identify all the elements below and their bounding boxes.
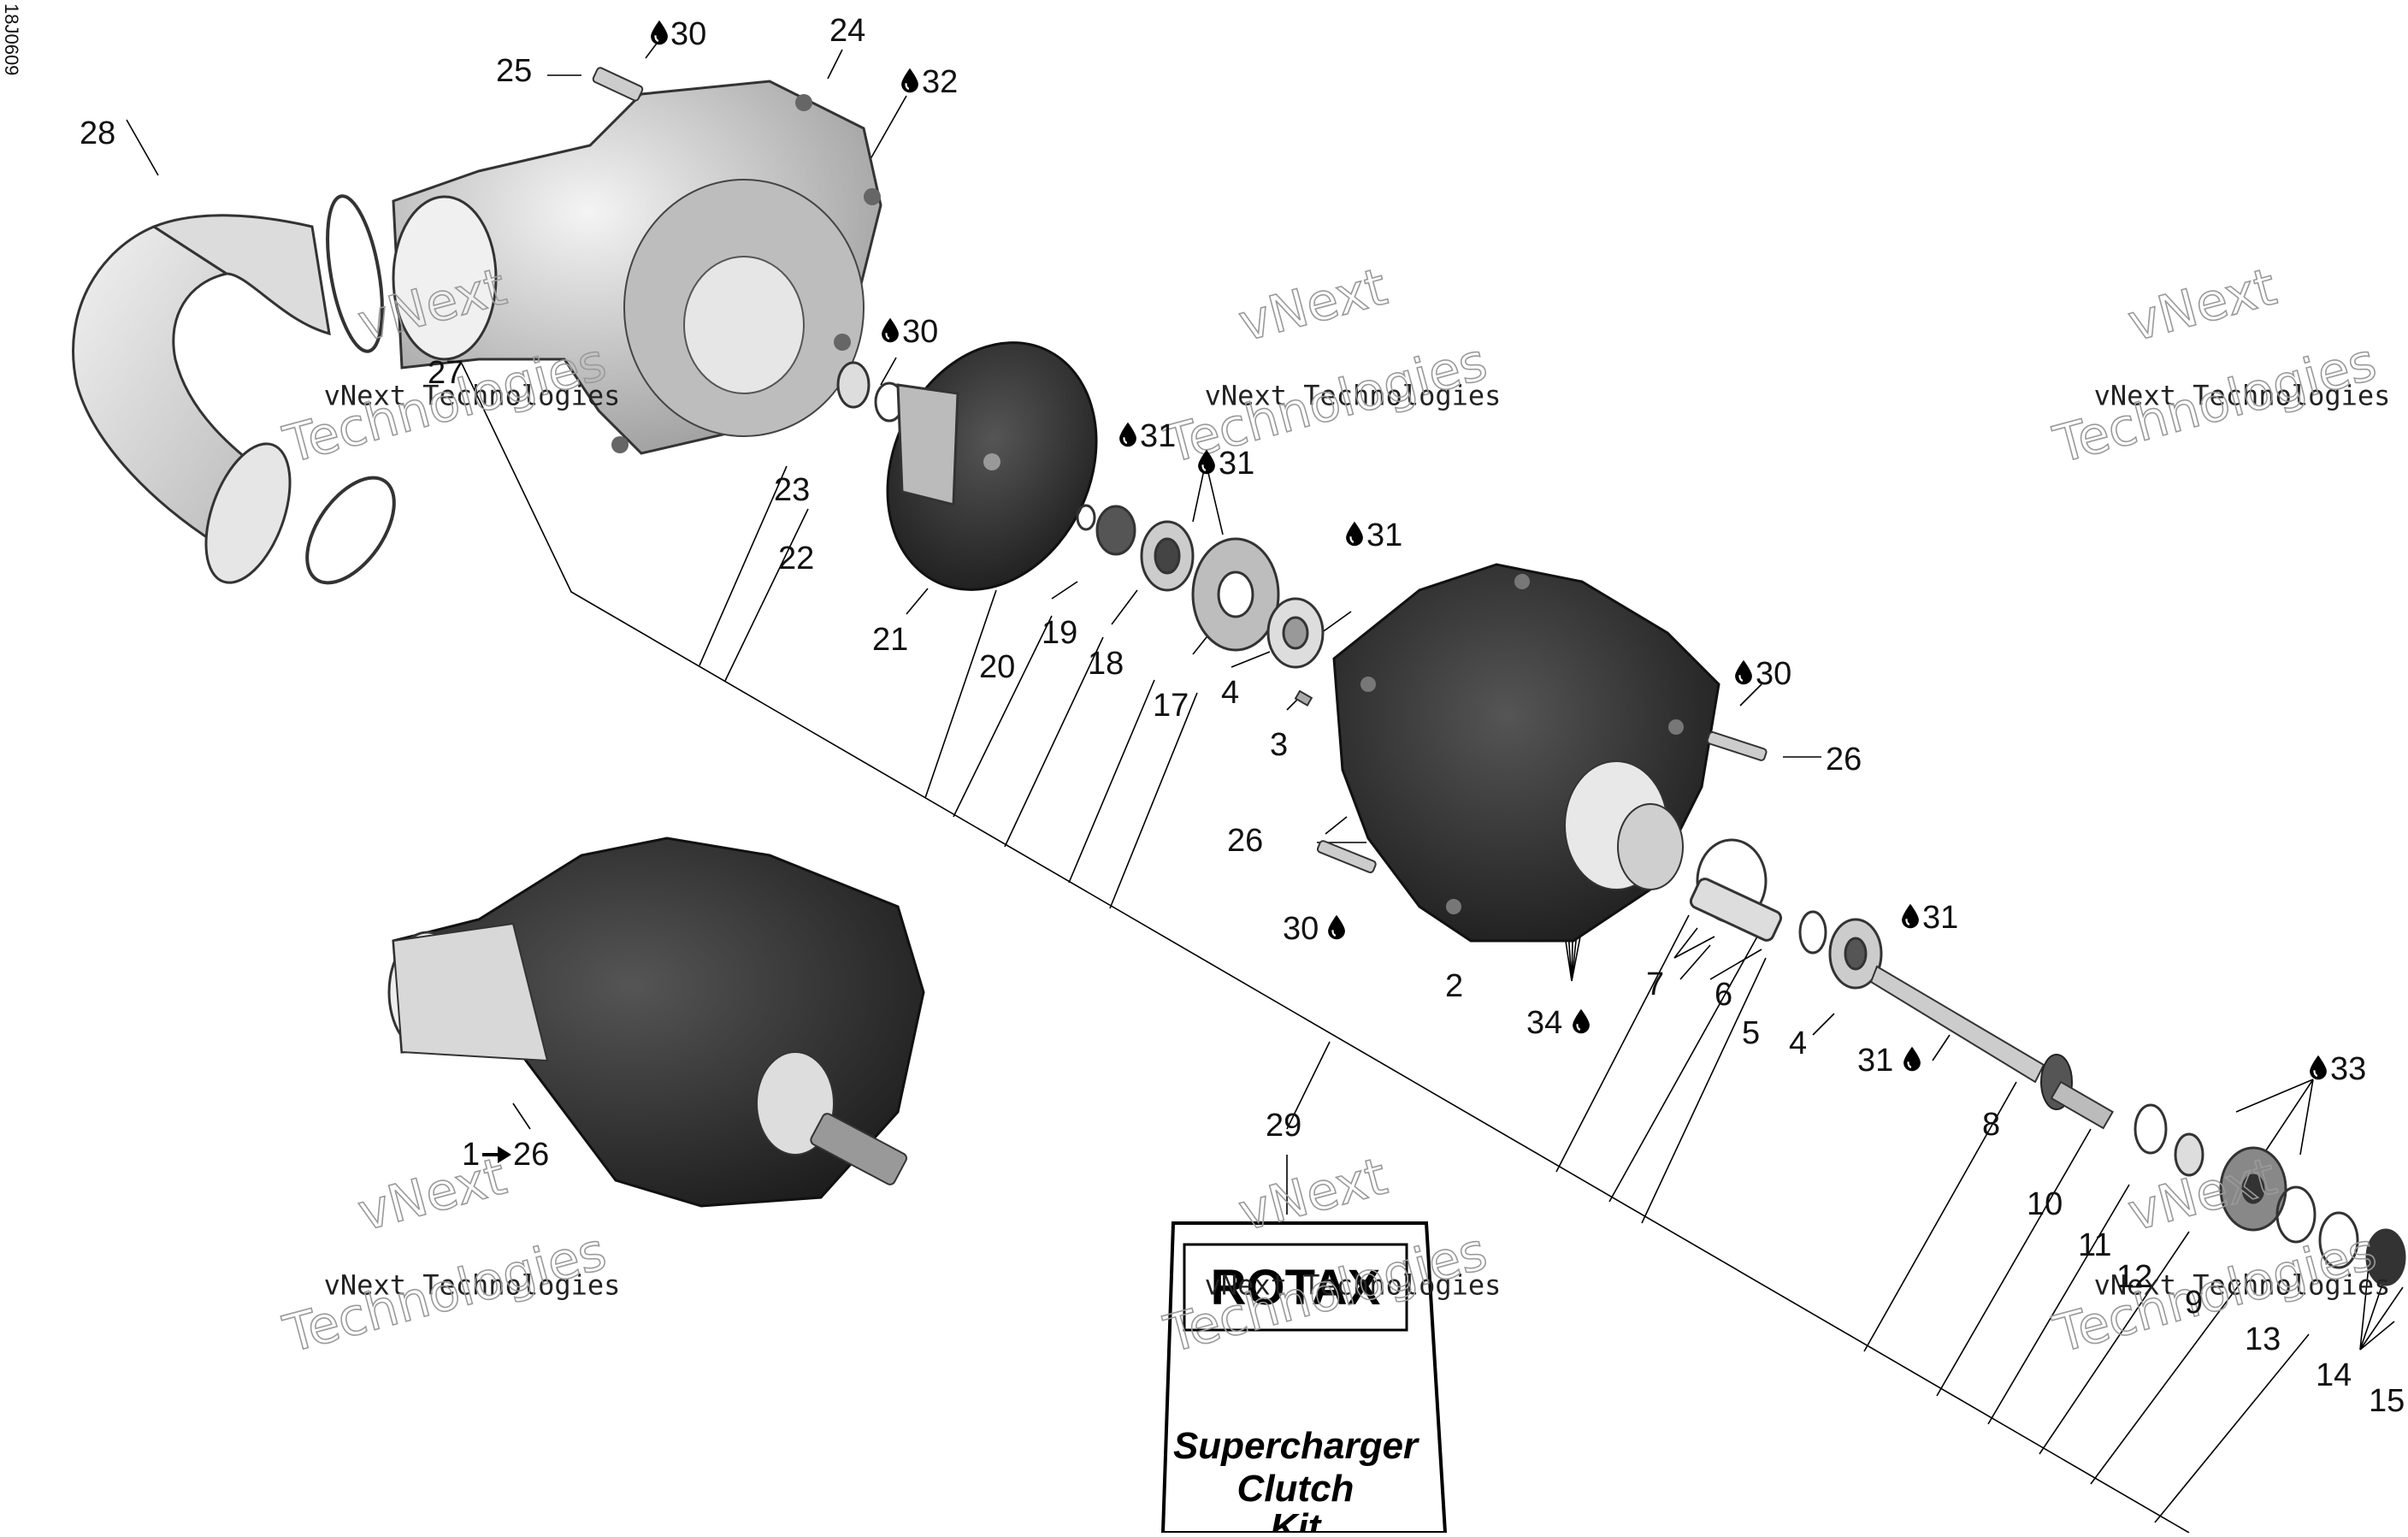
callout-27: 27 [428, 355, 463, 391]
svg-text:vNext: vNext [352, 1146, 512, 1243]
lubricant-drop-icon [1734, 659, 1753, 686]
svg-text:vNext Technologies: vNext Technologies [1205, 1269, 1502, 1302]
callout-7: 7 [1646, 967, 1664, 1002]
callout-17: 17 [1153, 688, 1189, 724]
callout-11: 11 [2078, 1227, 2111, 1263]
callout-1: 1 [462, 1137, 480, 1173]
callout-6: 6 [1715, 977, 1732, 1013]
svg-text:vNext Technologies: vNext Technologies [324, 380, 621, 412]
svg-text:vNext: vNext [2122, 257, 2282, 353]
arrow-right-icon [482, 1146, 511, 1163]
callout-26a: 26 [1826, 742, 1862, 777]
part-2-main-housing [1332, 563, 1720, 943]
part-1-assembly [387, 836, 925, 1208]
callout-18: 18 [1088, 646, 1124, 682]
kit-brand: ROTAX [1211, 1260, 1381, 1315]
watermarks: vNext vNext Technologies Technologies vN… [277, 257, 2391, 1366]
callout-28: 28 [80, 115, 115, 151]
callout-29: 29 [1266, 1108, 1301, 1144]
callout-15: 15 [2369, 1383, 2405, 1419]
lubricant-drop-icon [1327, 913, 1346, 941]
callout-32: 32 [922, 64, 958, 100]
part-8-shaft [1869, 965, 2114, 1130]
callout-33: 33 [2330, 1051, 2366, 1087]
part-21-impeller [886, 341, 1098, 591]
part-22-23-rings [836, 361, 905, 423]
callout-24: 24 [829, 13, 865, 49]
lubricant-drop-icon [1345, 520, 1364, 547]
part-stack-17-20 [1076, 504, 1325, 669]
callout-8: 8 [1982, 1107, 2000, 1143]
svg-text:vNext Technologies: vNext Technologies [2094, 1269, 2391, 1302]
svg-text:vNext Technologies: vNext Technologies [1205, 380, 1502, 412]
callout-31c: 31 [1366, 517, 1402, 553]
callout-3: 3 [1270, 727, 1288, 763]
kit-title-line1: Supercharger [1173, 1425, 1420, 1467]
part-27-clamps [305, 194, 396, 585]
callout-31d: 31 [1922, 900, 1958, 936]
callout-13: 13 [2245, 1321, 2281, 1357]
svg-text:vNext: vNext [1233, 257, 1393, 353]
lubricant-drop-icon [1118, 421, 1137, 448]
lubricant-drop-icon [881, 316, 900, 344]
callout-30b: 30 [902, 314, 938, 350]
lubricant-drop-icon [1572, 1008, 1591, 1035]
callout-31a: 31 [1140, 418, 1176, 454]
lubricant-drop-icon [900, 67, 919, 94]
callout-30a: 30 [670, 16, 706, 52]
callout-4b: 4 [1789, 1026, 1807, 1061]
callout-1-to-26: 26 [513, 1137, 549, 1173]
callout-21: 21 [872, 622, 908, 658]
callout-5: 5 [1742, 1015, 1760, 1051]
kit-title-line3: Kit [1271, 1506, 1323, 1533]
callout-20: 20 [979, 649, 1015, 685]
callout-2: 2 [1445, 968, 1463, 1004]
lubricant-drop-icon [650, 19, 669, 46]
callout-34: 34 [1526, 1005, 1562, 1041]
watermark: vNext vNext Technologies Technologies [277, 1146, 621, 1366]
part-26-screws [1316, 731, 1768, 873]
watermark: vNext vNext Technologies Technologies [2047, 257, 2391, 476]
callout-31e: 31 [1857, 1043, 1893, 1079]
drawing-code: 18J0609 [1, 3, 22, 75]
svg-text:vNext Technologies: vNext Technologies [324, 1269, 621, 1302]
callout-4a: 4 [1221, 675, 1239, 711]
callout-labels: 28 25 24 27 23 22 21 20 19 18 17 4 3 26 … [80, 13, 2405, 1419]
callout-14: 14 [2316, 1357, 2352, 1393]
lubricant-drop-icon [2309, 1054, 2328, 1081]
callout-26b: 26 [1227, 823, 1263, 859]
callout-22: 22 [778, 541, 814, 576]
part-29-kit-box: ROTAX Supercharger Clutch Kit [1160, 1221, 1448, 1537]
part-10-14-clutch [2134, 1103, 2406, 1286]
callout-30c: 30 [1756, 656, 1791, 692]
callout-19: 19 [1042, 615, 1077, 651]
watermark: vNext vNext Technologies Technologies [1158, 257, 1502, 476]
part-24-housing-cover [392, 80, 882, 455]
callout-9: 9 [2185, 1285, 2203, 1321]
part-3-key [1294, 689, 1313, 707]
lubricant-drop-icon [1901, 902, 1920, 930]
svg-text:vNext Technologies: vNext Technologies [2094, 380, 2391, 412]
callout-31b: 31 [1219, 446, 1254, 482]
kit-title-line2: Clutch [1237, 1468, 1354, 1510]
lubricant-drop-icon [1903, 1045, 1921, 1073]
part-25-screw [592, 67, 644, 102]
callout-30d: 30 [1283, 911, 1319, 947]
callout-10: 10 [2027, 1186, 2063, 1222]
callout-23: 23 [774, 472, 810, 508]
part-28-intake-pipe [72, 214, 331, 584]
callout-25: 25 [496, 53, 532, 89]
part-5-7-spring-sleeve [1689, 838, 1883, 990]
callout-12: 12 [2116, 1259, 2152, 1295]
